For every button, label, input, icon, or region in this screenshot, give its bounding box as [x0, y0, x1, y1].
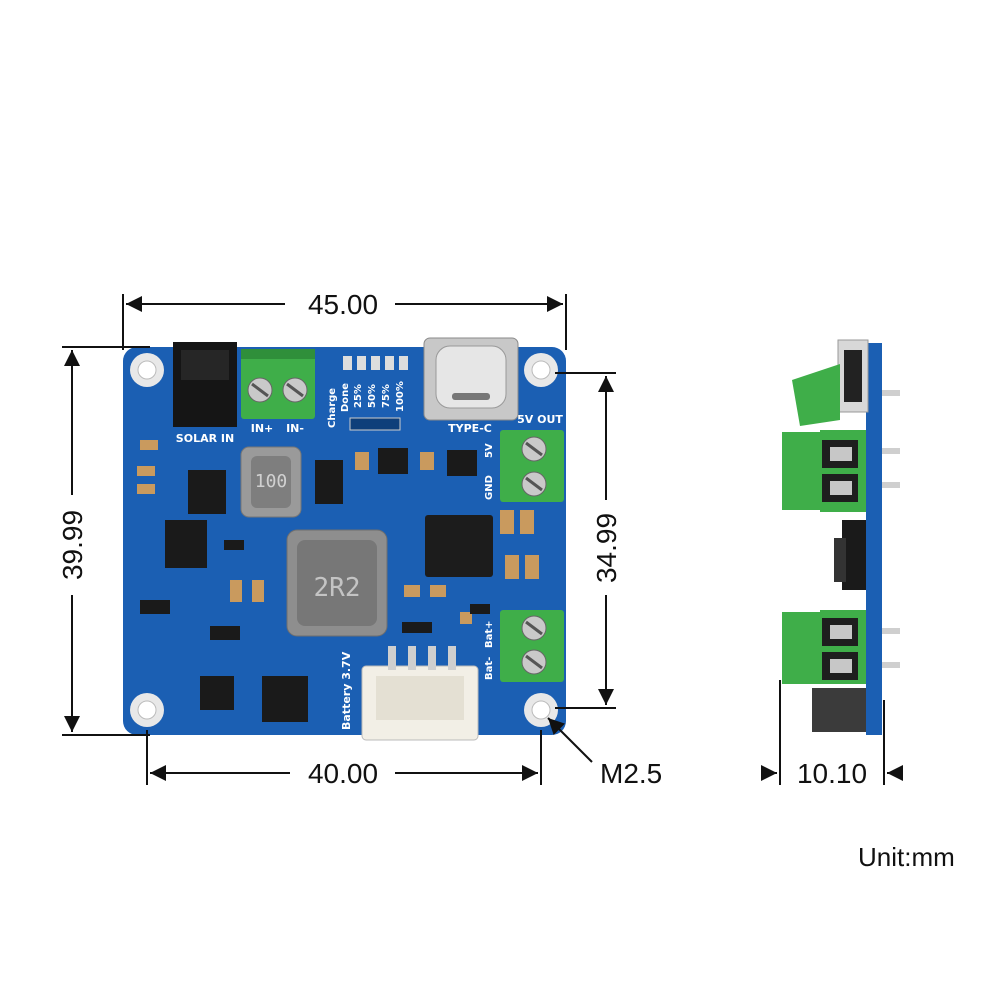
- silk-gnd: GND: [484, 475, 495, 500]
- side-5v-terminal: [782, 430, 866, 512]
- inductor-large-label: 2R2: [314, 573, 361, 603]
- dim-thickness-label: 10.10: [797, 758, 867, 789]
- silk-bat-minus: Bat-: [484, 657, 495, 680]
- silk-bat-plus: Bat+: [484, 620, 495, 648]
- 5v-out-terminal: [500, 430, 564, 502]
- side-jst-connector: [812, 688, 866, 732]
- mounting-hole-bottom-left: [130, 693, 164, 727]
- ic-small-1: [378, 448, 408, 474]
- silk-25: 25%: [353, 384, 364, 408]
- dim-hole-size-label: M2.5: [600, 758, 662, 789]
- battery-jst-connector: [361, 646, 479, 741]
- silk-5v-out: 5V OUT: [517, 413, 563, 426]
- ic-bottom-left: [200, 676, 234, 710]
- silk-50: 50%: [367, 384, 378, 408]
- silk-charge: Charge: [327, 388, 338, 428]
- silk-100: 100%: [395, 381, 406, 412]
- battery-screw-terminal: [500, 610, 564, 682]
- silk-solar-in: SOLAR IN: [176, 432, 234, 445]
- dim-height-label: 39.99: [57, 510, 88, 580]
- diode: [315, 460, 343, 504]
- side-solar-terminal: [792, 364, 840, 426]
- ic-bottom-mid: [262, 676, 308, 722]
- inductor-small: 100: [240, 446, 302, 518]
- ic-small-2: [447, 450, 477, 476]
- solar-in-terminal: [241, 349, 315, 419]
- silk-done: Done: [340, 383, 351, 412]
- side-pins: [882, 390, 900, 668]
- dim-hole-height-label: 34.99: [591, 513, 622, 583]
- passive-components: [137, 440, 539, 624]
- mosfet-ic-1: [188, 470, 226, 514]
- status-leds: [343, 356, 408, 431]
- side-pcb-edge: [866, 343, 882, 735]
- silk-battery: Battery 3.7V: [340, 651, 353, 730]
- inductor-small-label: 100: [255, 471, 288, 492]
- dim-width-label: 45.00: [308, 289, 378, 320]
- mounting-hole-top-right: [524, 353, 558, 387]
- main-ic-qfn: [425, 515, 493, 577]
- silk-type-c: TYPE-C: [448, 422, 492, 435]
- mounting-hole-top-left: [130, 353, 164, 387]
- unit-label: Unit:mm: [858, 842, 955, 872]
- resistors: [140, 540, 490, 640]
- silk-in-minus: IN-: [286, 422, 304, 435]
- silk-75: 75%: [381, 384, 392, 408]
- usb-type-c-port: [423, 337, 519, 421]
- inductor-large: 2R2: [286, 529, 388, 637]
- pcb-top-view: 100 2R2: [123, 337, 566, 741]
- silk-5v: 5V: [484, 443, 495, 458]
- dim-hole-spacing-label: 40.00: [308, 758, 378, 789]
- side-battery-terminal: [782, 610, 866, 684]
- dimension-lines: [62, 294, 903, 785]
- mosfet-ic-2: [165, 520, 207, 568]
- silk-in-plus: IN+: [251, 422, 274, 435]
- pcb-side-view: [782, 339, 900, 735]
